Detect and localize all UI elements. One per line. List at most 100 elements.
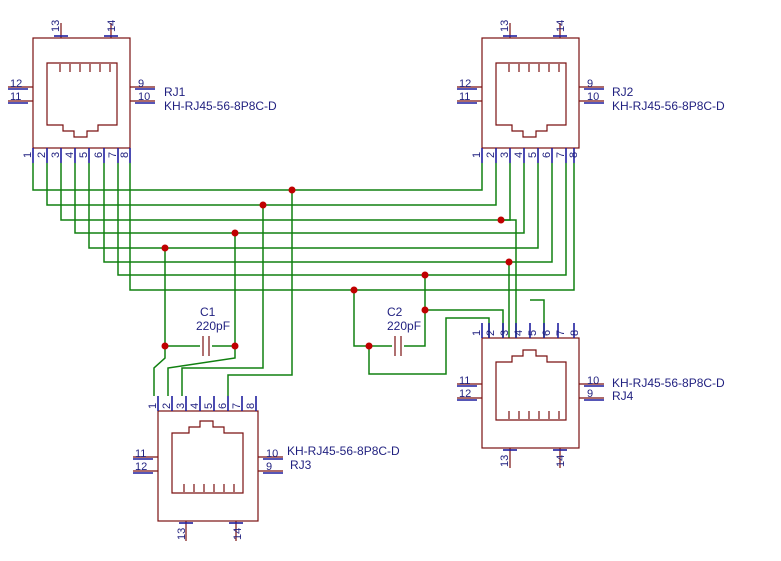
wire-rj4-a bbox=[353, 275, 426, 347]
connector-rj2: 13 14 12 11 9 10 RJ2 KH-RJ45-56-8P8C-D 1… bbox=[457, 20, 725, 163]
jack-contacts bbox=[59, 64, 111, 72]
pin-label: 12 bbox=[10, 78, 22, 90]
pin-label: 14 bbox=[555, 455, 567, 467]
pin-label: 8 bbox=[568, 152, 580, 158]
pin-label: 3 bbox=[499, 330, 511, 336]
rj3-top-pins: 1 2 3 4 5 6 7 8 bbox=[147, 396, 257, 411]
rj2-value: KH-RJ45-56-8P8C-D bbox=[612, 99, 725, 113]
connector-body bbox=[32, 37, 131, 149]
pin-label: 6 bbox=[217, 403, 229, 409]
wire-pin4 bbox=[74, 163, 525, 234]
pin-label: 7 bbox=[231, 403, 243, 409]
pin-label: 1 bbox=[22, 152, 34, 158]
pin-label: 7 bbox=[555, 152, 567, 158]
jack-contacts bbox=[508, 411, 560, 419]
wire-pin2 bbox=[46, 163, 497, 206]
pin-label: 5 bbox=[527, 152, 539, 158]
pin-label: 9 bbox=[587, 78, 593, 90]
capacitor-c1: C1 220pF bbox=[196, 305, 230, 356]
pin-label: 6 bbox=[541, 330, 553, 336]
wires bbox=[32, 163, 575, 396]
wire-pin7 bbox=[117, 163, 567, 276]
wire-rj3-pin3 bbox=[153, 248, 166, 396]
pin-label: 10 bbox=[138, 91, 150, 103]
rj2-ref: RJ2 bbox=[612, 85, 634, 99]
pin-label: 10 bbox=[587, 375, 599, 387]
junction-dot bbox=[259, 201, 267, 209]
pin-label: 12 bbox=[459, 388, 471, 400]
pin-label: 9 bbox=[266, 461, 272, 473]
pin-label: 8 bbox=[245, 403, 257, 409]
pin-label: 10 bbox=[266, 448, 278, 460]
pin-label: 5 bbox=[527, 330, 539, 336]
pin-label: 13 bbox=[499, 20, 511, 32]
jack-outline bbox=[495, 62, 567, 138]
pin-label: 1 bbox=[471, 152, 483, 158]
pin-label: 13 bbox=[176, 528, 188, 540]
pin-label: 12 bbox=[459, 78, 471, 90]
pin-label: 1 bbox=[147, 403, 159, 409]
rj4-value: KH-RJ45-56-8P8C-D bbox=[612, 376, 725, 390]
pin-label: 6 bbox=[541, 152, 553, 158]
connector-rj3: 1 2 3 4 5 6 7 8 11 12 10 9 KH-RJ45-56-8P… bbox=[133, 396, 400, 541]
capacitor-c2: C2 220pF bbox=[387, 305, 421, 356]
rj2-bottom-pins: 1 2 3 4 5 6 7 8 bbox=[471, 148, 580, 163]
wire-pin5 bbox=[88, 163, 539, 249]
pin-label: 2 bbox=[485, 152, 497, 158]
pin-label: 6 bbox=[93, 152, 105, 158]
junction-dot bbox=[288, 186, 296, 194]
junction-dot bbox=[497, 216, 505, 224]
pin-label: 5 bbox=[78, 152, 90, 158]
rj3-ref: RJ3 bbox=[290, 458, 312, 472]
pin-label: 4 bbox=[513, 330, 525, 336]
junction-dot bbox=[421, 271, 429, 279]
rj1-ref: RJ1 bbox=[164, 85, 186, 99]
pin-label: 10 bbox=[587, 91, 599, 103]
c1-value: 220pF bbox=[196, 319, 230, 333]
wire-rj3-pin5 bbox=[181, 205, 264, 396]
c2-value: 220pF bbox=[387, 319, 421, 333]
pin-label: 13 bbox=[499, 455, 511, 467]
pin-label: 4 bbox=[189, 403, 201, 409]
connector-rj1: 13 1 4 12 11 9 10 RJ1 KH-RJ45-56-8P8C-D 1… bbox=[8, 20, 277, 163]
wire-pin6 bbox=[103, 163, 553, 263]
pin-label: 4 bbox=[64, 152, 76, 158]
pin-label: 1 bbox=[471, 330, 483, 336]
c2-ref: C2 bbox=[387, 305, 403, 319]
pin-label: 7 bbox=[107, 152, 119, 158]
connector-rj4: 1 2 3 4 5 6 7 8 11 12 10 9 KH-RJ45-56-8P… bbox=[457, 323, 725, 468]
junction-dot bbox=[161, 342, 169, 350]
pin-label: 12 bbox=[135, 461, 147, 473]
junction-dot bbox=[231, 229, 239, 237]
pin-label: 3 bbox=[50, 152, 62, 158]
c1-ref: C1 bbox=[200, 305, 216, 319]
pin-label: 4 bbox=[513, 152, 525, 158]
pin-label: 2 bbox=[36, 152, 48, 158]
junction-dot bbox=[161, 244, 169, 252]
rj1-bottom-pins: 1 2 3 4 5 6 7 8 bbox=[22, 148, 131, 163]
pin-label: 9 bbox=[138, 78, 144, 90]
pin-label: 2 bbox=[485, 330, 497, 336]
wire-rj3-pin4 bbox=[167, 233, 236, 396]
wire-rj4-d bbox=[501, 219, 517, 338]
jack-outline bbox=[495, 349, 567, 421]
pin-label: 11 bbox=[10, 91, 21, 103]
pin-label: 14 bbox=[555, 20, 567, 32]
wire-pin8 bbox=[129, 163, 575, 291]
pin-label: 8 bbox=[569, 330, 581, 336]
wire-pin3 bbox=[60, 163, 511, 221]
jack-contacts bbox=[183, 484, 235, 492]
pin-label: 5 bbox=[203, 403, 215, 409]
wire-pin1 bbox=[32, 163, 483, 191]
rj1-value: KH-RJ45-56-8P8C-D bbox=[164, 99, 277, 113]
rj4-ref: RJ4 bbox=[612, 389, 634, 403]
pin-label: 2 bbox=[161, 403, 173, 409]
rj4-top-pins: 1 2 3 4 5 6 7 8 bbox=[471, 323, 581, 338]
junction-dot bbox=[365, 342, 373, 350]
junctions bbox=[161, 186, 513, 350]
rj3-value: KH-RJ45-56-8P8C-D bbox=[287, 444, 400, 458]
jack-contacts bbox=[508, 64, 560, 72]
pin-label: 11 bbox=[135, 448, 146, 460]
pin-label: 13 bbox=[50, 20, 62, 32]
